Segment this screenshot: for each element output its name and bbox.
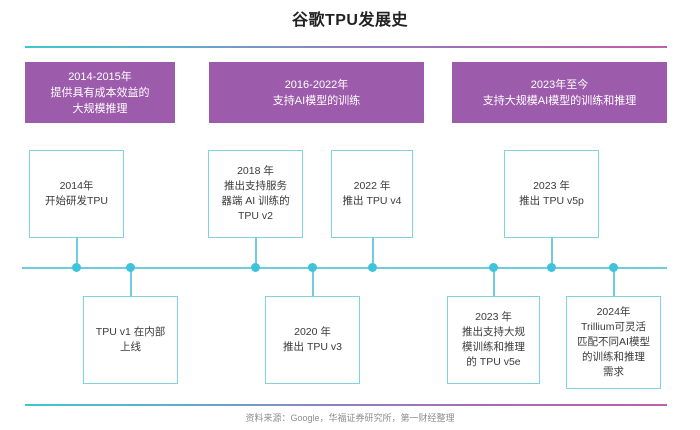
connector-stem-2022 (372, 238, 374, 266)
event-card-2022-label: 2022 年 推出 TPU v4 (342, 180, 402, 207)
phase-banner-1: 2014-2015年 提供具有成本效益的 大规模推理 (25, 62, 175, 123)
phase-banner-2: 2016-2022年 支持AI模型的训练 (209, 62, 424, 123)
connector-stem-2014 (76, 238, 78, 266)
event-card-2020[interactable]: 2020 年 推出 TPU v3 (265, 296, 360, 384)
connector-stem-tpuv5e (493, 268, 495, 296)
source-note: 资料来源：Google，华福证券研究所，第一财经整理 (245, 413, 455, 423)
phase-banner-2-label: 2016-2022年 支持AI模型的训练 (272, 78, 361, 107)
top-divider (25, 46, 667, 48)
phase-banner-3: 2023年至今 支持大规模AI模型的训练和推理 (452, 62, 667, 123)
event-card-trillium-label: 2024年 Trillium可灵活 匹配不同AI模型 的训练和推理 需求 (577, 306, 650, 378)
event-card-2023-v5p[interactable]: 2023 年 推出 TPU v5p (504, 150, 599, 238)
event-card-2023-v5p-label: 2023 年 推出 TPU v5p (519, 180, 584, 207)
connector-stem-2023-v5p (551, 238, 553, 266)
timeline-dot-2022[interactable] (367, 263, 377, 272)
timeline-dot-trillium[interactable] (608, 263, 618, 272)
timeline-axis (22, 267, 667, 269)
event-card-tpuv5e-label: 2023 年 推出支持大规 模训练和推理 的 TPU v5e (462, 311, 525, 368)
event-card-2014[interactable]: 2014年 开始研发TPU (29, 150, 124, 238)
timeline-dot-2020[interactable] (307, 263, 317, 272)
timeline-dot-2023-v5p[interactable] (546, 263, 556, 272)
event-card-tpuv1[interactable]: TPU v1 在内部 上线 (83, 296, 178, 384)
connector-stem-2020 (312, 268, 314, 296)
connector-stem-trillium (613, 268, 615, 296)
event-card-trillium[interactable]: 2024年 Trillium可灵活 匹配不同AI模型 的训练和推理 需求 (566, 296, 661, 389)
timeline-dot-2014[interactable] (71, 263, 81, 272)
timeline-dot-tpuv5e[interactable] (488, 263, 498, 272)
phase-banner-3-label: 2023年至今 支持大规模AI模型的训练和推理 (482, 78, 637, 107)
event-card-tpuv1-label: TPU v1 在内部 上线 (95, 326, 166, 353)
event-card-2018[interactable]: 2018 年 推出支持服务 器端 AI 训练的 TPU v2 (208, 150, 303, 238)
event-card-2014-label: 2014年 开始研发TPU (45, 180, 108, 207)
timeline-dot-tpuv1[interactable] (125, 263, 135, 272)
bottom-divider (25, 404, 667, 406)
connector-stem-2018 (255, 238, 257, 266)
event-card-2020-label: 2020 年 推出 TPU v3 (283, 326, 342, 353)
event-card-tpuv5e[interactable]: 2023 年 推出支持大规 模训练和推理 的 TPU v5e (447, 296, 540, 384)
event-card-2018-label: 2018 年 推出支持服务 器端 AI 训练的 TPU v2 (221, 165, 290, 222)
connector-stem-tpuv1 (130, 268, 132, 296)
timeline-dot-2018[interactable] (250, 263, 260, 272)
event-card-2022[interactable]: 2022 年 推出 TPU v4 (331, 150, 413, 238)
phase-banner-1-label: 2014-2015年 提供具有成本效益的 大规模推理 (50, 70, 150, 115)
page-title: 谷歌TPU发展史 (291, 12, 408, 29)
